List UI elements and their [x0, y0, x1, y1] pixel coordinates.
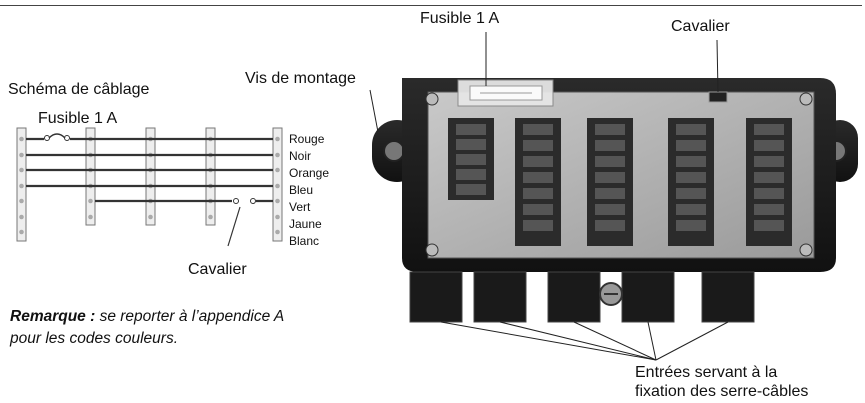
mount-screw-label: Vis de montage: [245, 70, 356, 87]
entries-label-line1: Entrées servant à la: [635, 364, 778, 381]
junction-box-photo: [372, 78, 858, 323]
cable-entry-1: [409, 271, 463, 323]
photo-fuse-label: Fusible 1 A: [420, 10, 500, 27]
mount-hole-left: [383, 140, 405, 162]
leader-mount-screw: [369, 89, 379, 133]
cable-entries: [409, 271, 755, 323]
wires: [26, 137, 273, 203]
jumper-block: [708, 91, 728, 103]
wire-label-bleu: Bleu: [289, 183, 314, 197]
schematic-jumper-label: Cavalier: [188, 261, 247, 278]
leader-entry-4: [647, 321, 657, 361]
schematic-fuse-label: Fusible 1 A: [38, 110, 118, 127]
remark-text-2: pour les codes couleurs.: [10, 330, 179, 347]
wiring-diagram-title: Schéma de câblage: [8, 81, 150, 98]
entries-label-line2: fixation des serre-câbles: [635, 383, 809, 400]
cable-entry-4: [621, 271, 675, 323]
callout-leaders: [369, 32, 729, 361]
wire-label-jaune: Jaune: [289, 217, 322, 231]
terminal-strip-3: [145, 127, 156, 226]
jumper-symbol: [227, 198, 256, 247]
leader-jumper: [716, 39, 719, 93]
jumper-leader: [227, 206, 241, 247]
terminal-block-3: [587, 118, 633, 246]
wiring-schematic: [16, 127, 283, 247]
terminal-block-1: [448, 118, 494, 200]
top-rule: [0, 5, 862, 6]
terminal-block-2: [515, 118, 561, 246]
remark-note: Remarque : se reporter à l’appendice A p…: [10, 306, 390, 350]
terminal-strip-2: [85, 127, 96, 226]
leader-entry-3: [573, 321, 657, 361]
photo-jumper-label: Cavalier: [671, 18, 730, 35]
terminal-block-5: [746, 118, 792, 246]
corner-screws: [425, 92, 813, 257]
leader-entry-2: [499, 321, 657, 361]
terminal-block-4: [668, 118, 714, 246]
fuse-holder: [457, 79, 554, 107]
remark-lead: Remarque :: [10, 308, 96, 325]
leader-entry-5: [655, 321, 729, 361]
leader-entry-1: [440, 321, 657, 361]
cable-entry-2: [473, 271, 527, 323]
fuse-symbol: [44, 133, 70, 141]
wire-label-noir: Noir: [289, 149, 312, 163]
cable-entry-5: [701, 271, 755, 323]
terminal-strip-4: [205, 127, 216, 226]
terminal-blocks: [448, 118, 792, 246]
wire-label-orange: Orange: [289, 166, 330, 180]
wire-label-blanc: Blanc: [289, 234, 320, 248]
wire-label-rouge: Rouge: [289, 132, 325, 146]
cable-entry-3: [547, 271, 601, 323]
remark-text-1: se reporter à l’appendice A: [95, 308, 285, 325]
wire-label-vert: Vert: [289, 200, 311, 214]
